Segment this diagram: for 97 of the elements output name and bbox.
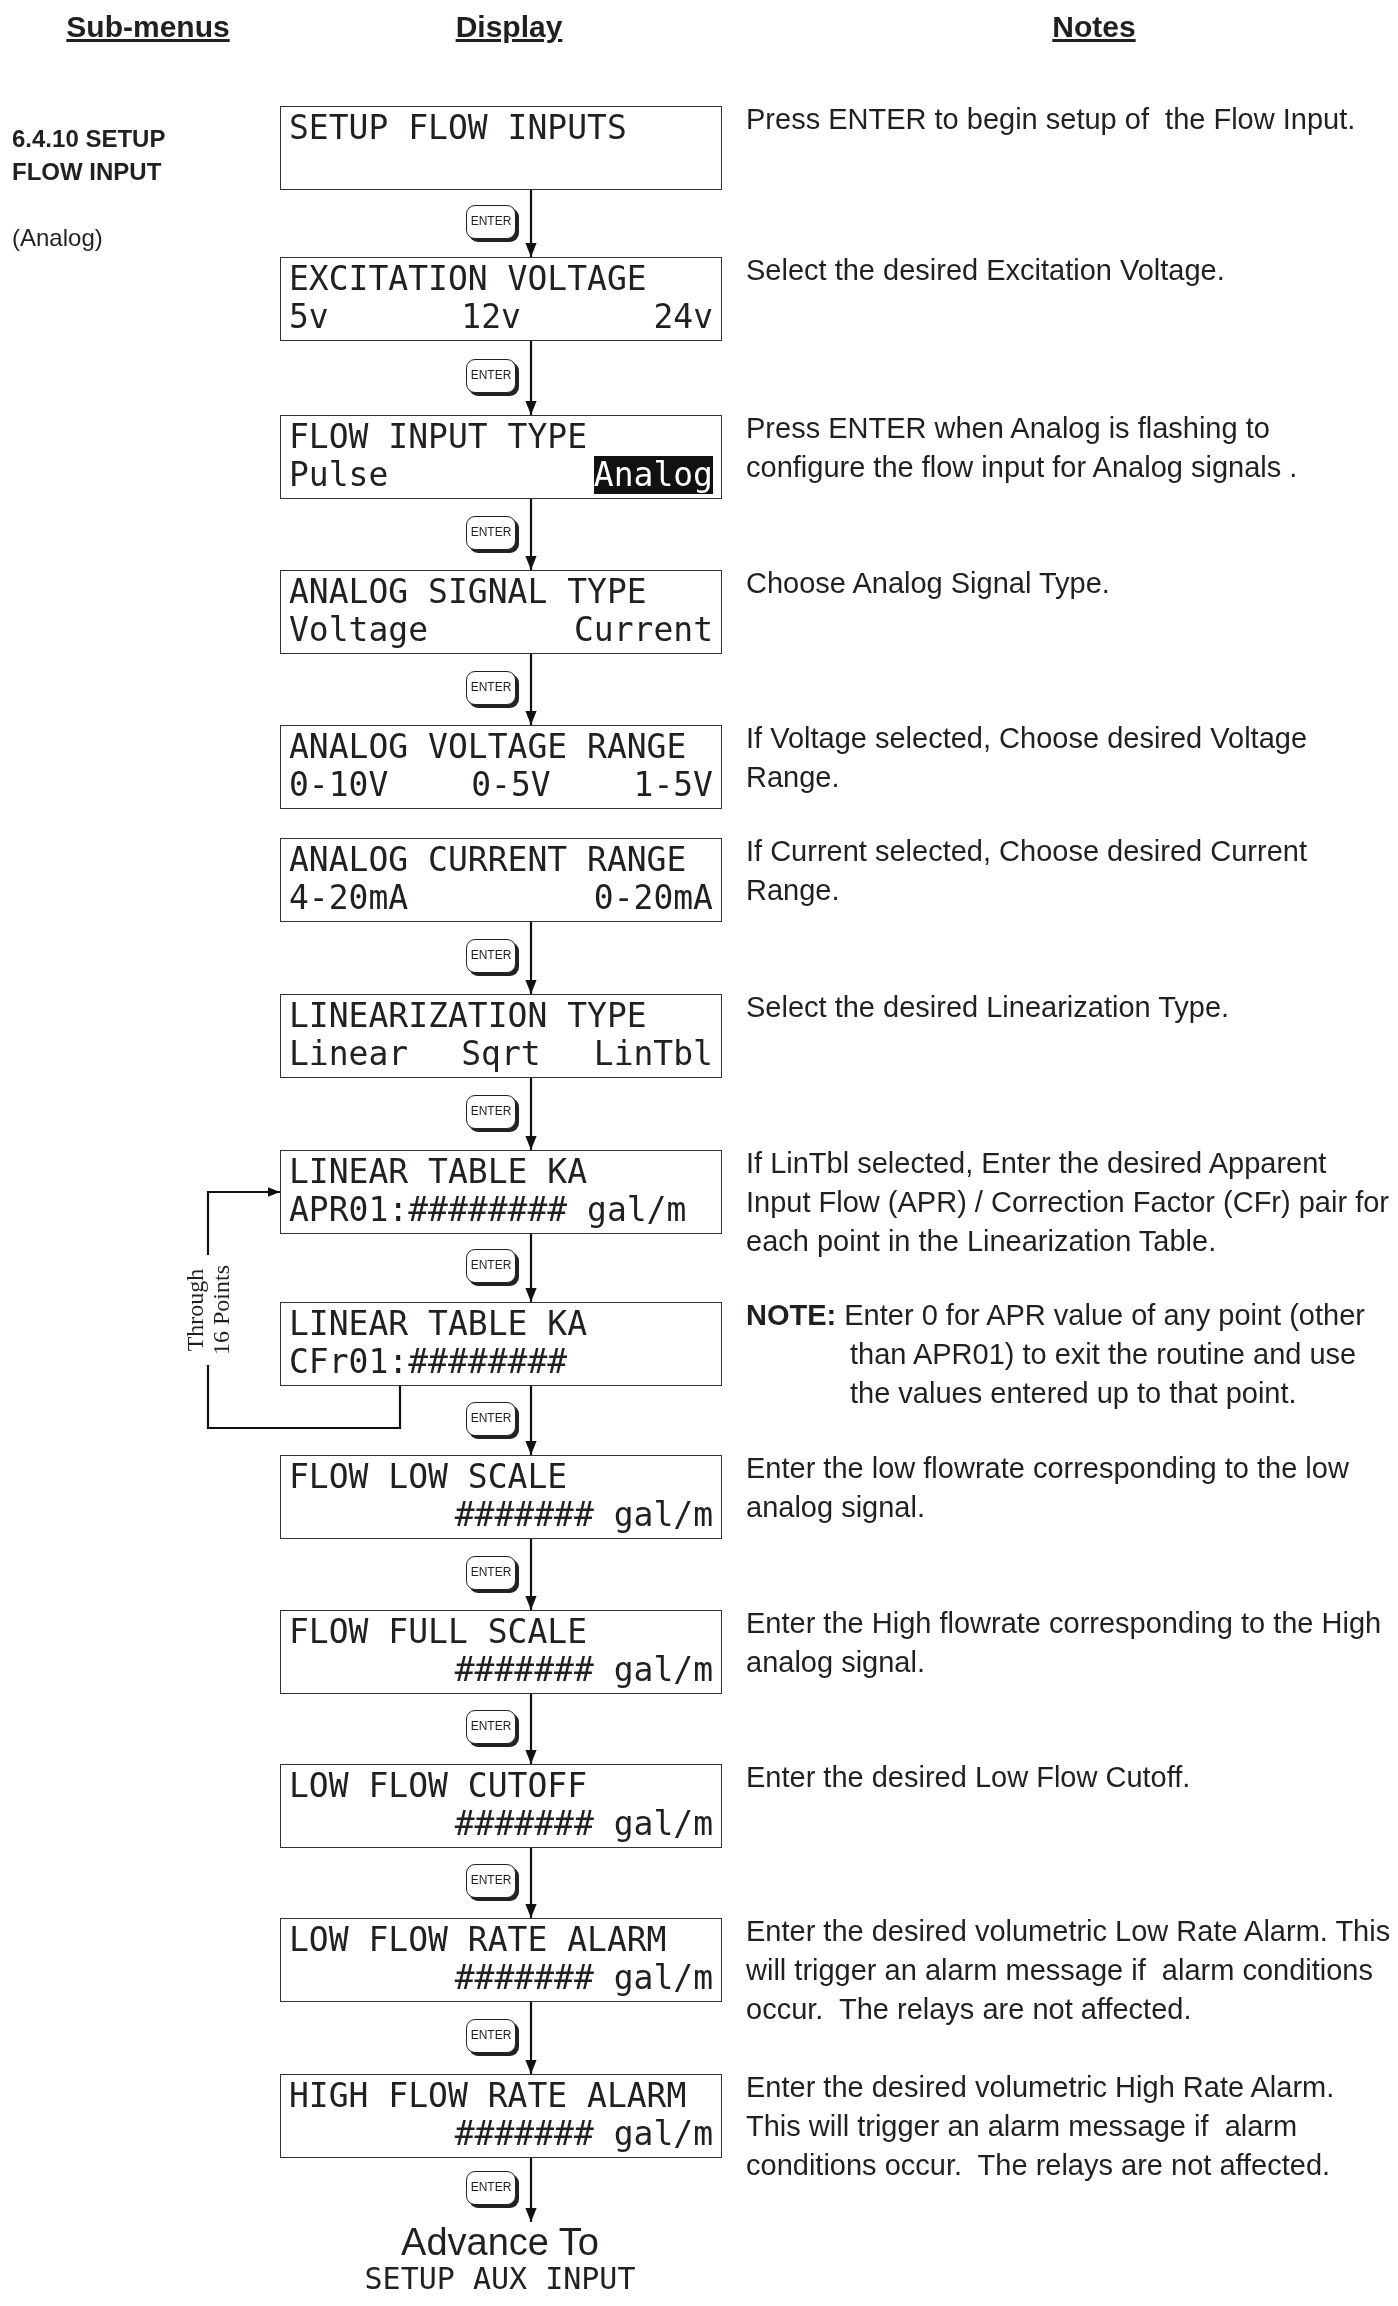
arrow <box>525 2158 537 2222</box>
display-text: 5v <box>289 298 329 336</box>
display-text: FLOW LOW SCALE <box>289 1458 568 1496</box>
enter-key-label: ENTER <box>466 1095 516 1129</box>
lcd-display <box>280 1302 722 1386</box>
note-text: Select the desired Linearization Type. <box>746 990 1231 1025</box>
lcd-display <box>280 1764 722 1848</box>
enter-key-label: ENTER <box>466 2019 516 2053</box>
arrow <box>525 2002 537 2074</box>
display-text: ####### gal/m <box>454 2115 713 2153</box>
arrow <box>525 1848 537 1918</box>
enter-key-label: ENTER <box>466 359 516 393</box>
arrow <box>525 654 537 725</box>
lcd-display <box>280 994 722 1078</box>
note-text: Enter the low flowrate corresponding to the low analog signal. <box>746 1451 1350 1525</box>
menu-name-text: SETUP AUX INPUT <box>364 2262 636 2296</box>
lcd-display <box>280 1918 722 2002</box>
enter-key-label: ENTER <box>466 204 516 239</box>
display-text: ANALOG VOLTAGE RANGE <box>289 728 687 766</box>
display-text: 4-20mA <box>289 879 409 917</box>
display-text: Sqrt <box>461 1035 541 1073</box>
arrow <box>525 1234 537 1302</box>
display-text: Linear <box>289 1035 409 1073</box>
note-text: NOTE: Enter 0 for APR value of any point (other than APR01) to exit the routine and use the values entered up to that point. <box>746 1298 1366 1411</box>
note-text: Choose Analog Signal Type. <box>746 566 1111 601</box>
display-text: 24v <box>653 298 713 336</box>
lcd-display <box>280 1610 722 1694</box>
display-text: ####### gal/m <box>454 1496 713 1534</box>
display-text: ####### gal/m <box>454 1959 713 1997</box>
display-text: ####### gal/m <box>454 1651 713 1689</box>
arrow <box>525 922 537 994</box>
display-text: Current <box>573 611 713 649</box>
enter-key-label: ENTER <box>466 1864 516 1898</box>
lcd-display <box>280 570 722 654</box>
lcd-display <box>280 838 722 922</box>
display-text: LINEARIZATION TYPE <box>289 997 647 1035</box>
display-text: 0-10V <box>289 766 389 804</box>
note-text: If Voltage selected, Choose desired Voltage Range. <box>746 721 1309 795</box>
note-text: Enter the desired volumetric High Rate Alarm. This will trigger an alarm message if alarm conditions occur. The relays are not affected. <box>746 2070 1336 2183</box>
highlighted-display-text: Analog <box>593 456 713 494</box>
display-text: LINEAR TABLE KA <box>289 1153 587 1191</box>
display-text: 0-20mA <box>593 879 713 917</box>
display-text: FLOW FULL SCALE <box>289 1613 587 1651</box>
note-text: If Current selected, Choose desired Current Range. <box>746 834 1308 908</box>
display-text: LinTbl <box>593 1035 713 1073</box>
lcd-display <box>280 2074 722 2158</box>
arrow <box>525 499 537 570</box>
display-text: CFr01:######## <box>289 1343 568 1381</box>
display-text: EXCITATION VOLTAGE <box>289 260 647 298</box>
display-text: FLOW INPUT TYPE <box>289 418 587 456</box>
enter-key-label: ENTER <box>466 1249 516 1283</box>
display-text: ####### gal/m <box>454 1805 713 1843</box>
enter-key-label: ENTER <box>466 515 516 550</box>
lcd-display <box>280 415 722 499</box>
arrow <box>525 190 537 257</box>
enter-key-label: ENTER <box>466 1401 516 1436</box>
display-text: SETUP FLOW INPUTS <box>289 109 627 147</box>
enter-key-label: ENTER <box>466 1710 516 1744</box>
note-text: Enter the High flowrate corresponding to the High analog signal. <box>746 1606 1383 1680</box>
display-text: LOW FLOW CUTOFF <box>289 1767 587 1805</box>
column-header: Notes <box>1052 10 1136 44</box>
arrow <box>525 1539 537 1610</box>
column-header: Display <box>455 10 563 44</box>
display-text: APR01:######## gal/m <box>289 1191 687 1229</box>
display-text: LINEAR TABLE KA <box>289 1305 587 1343</box>
arrow <box>525 1694 537 1764</box>
enter-key-label: ENTER <box>466 2171 516 2205</box>
enter-key-label: ENTER <box>466 1555 516 1590</box>
display-text: Pulse <box>289 456 389 494</box>
section-heading: 6.4.10 SETUP FLOW INPUT <box>12 124 166 187</box>
lcd-display <box>280 1150 722 1234</box>
section-subheading: (Analog) <box>12 223 103 253</box>
display-text: ANALOG SIGNAL TYPE <box>289 573 647 611</box>
display-text: 1-5V <box>633 766 713 804</box>
note-text: Enter the desired Low Flow Cutoff. <box>746 1760 1192 1795</box>
display-text: Voltage <box>289 611 429 649</box>
arrow <box>525 341 537 415</box>
note-text: Press ENTER when Analog is flashing to configure the flow input for Analog signals . <box>746 411 1299 485</box>
lcd-display <box>280 257 722 341</box>
arrow <box>525 1078 537 1150</box>
advance-text: Advance To <box>401 2222 599 2262</box>
display-text: LOW FLOW RATE ALARM <box>289 1921 667 1959</box>
display-text: 0-5V <box>471 766 551 804</box>
enter-key-label: ENTER <box>466 939 516 973</box>
display-text: HIGH FLOW RATE ALARM <box>289 2077 687 2115</box>
lcd-display <box>280 1455 722 1539</box>
display-text: 12v <box>461 298 521 336</box>
lcd-display <box>280 106 722 190</box>
note-text: If LinTbl selected, Enter the desired Apparent Input Flow (APR) / Correction Factor (CFr) pair for each point in the Linearization Table. <box>746 1146 1390 1259</box>
display-text: ANALOG CURRENT RANGE <box>289 841 687 879</box>
column-header: Sub-menus <box>66 10 230 44</box>
lcd-display <box>280 725 722 809</box>
arrow <box>525 1386 537 1455</box>
note-text: Select the desired Excitation Voltage. <box>746 253 1226 288</box>
note-text: Enter the desired volumetric Low Rate Alarm. This will trigger an alarm message if alarm conditions occur. The relays are not affected. <box>746 1914 1392 2027</box>
enter-key-label: ENTER <box>466 670 516 705</box>
note-text: Press ENTER to begin setup of the Flow Input. <box>746 102 1357 137</box>
